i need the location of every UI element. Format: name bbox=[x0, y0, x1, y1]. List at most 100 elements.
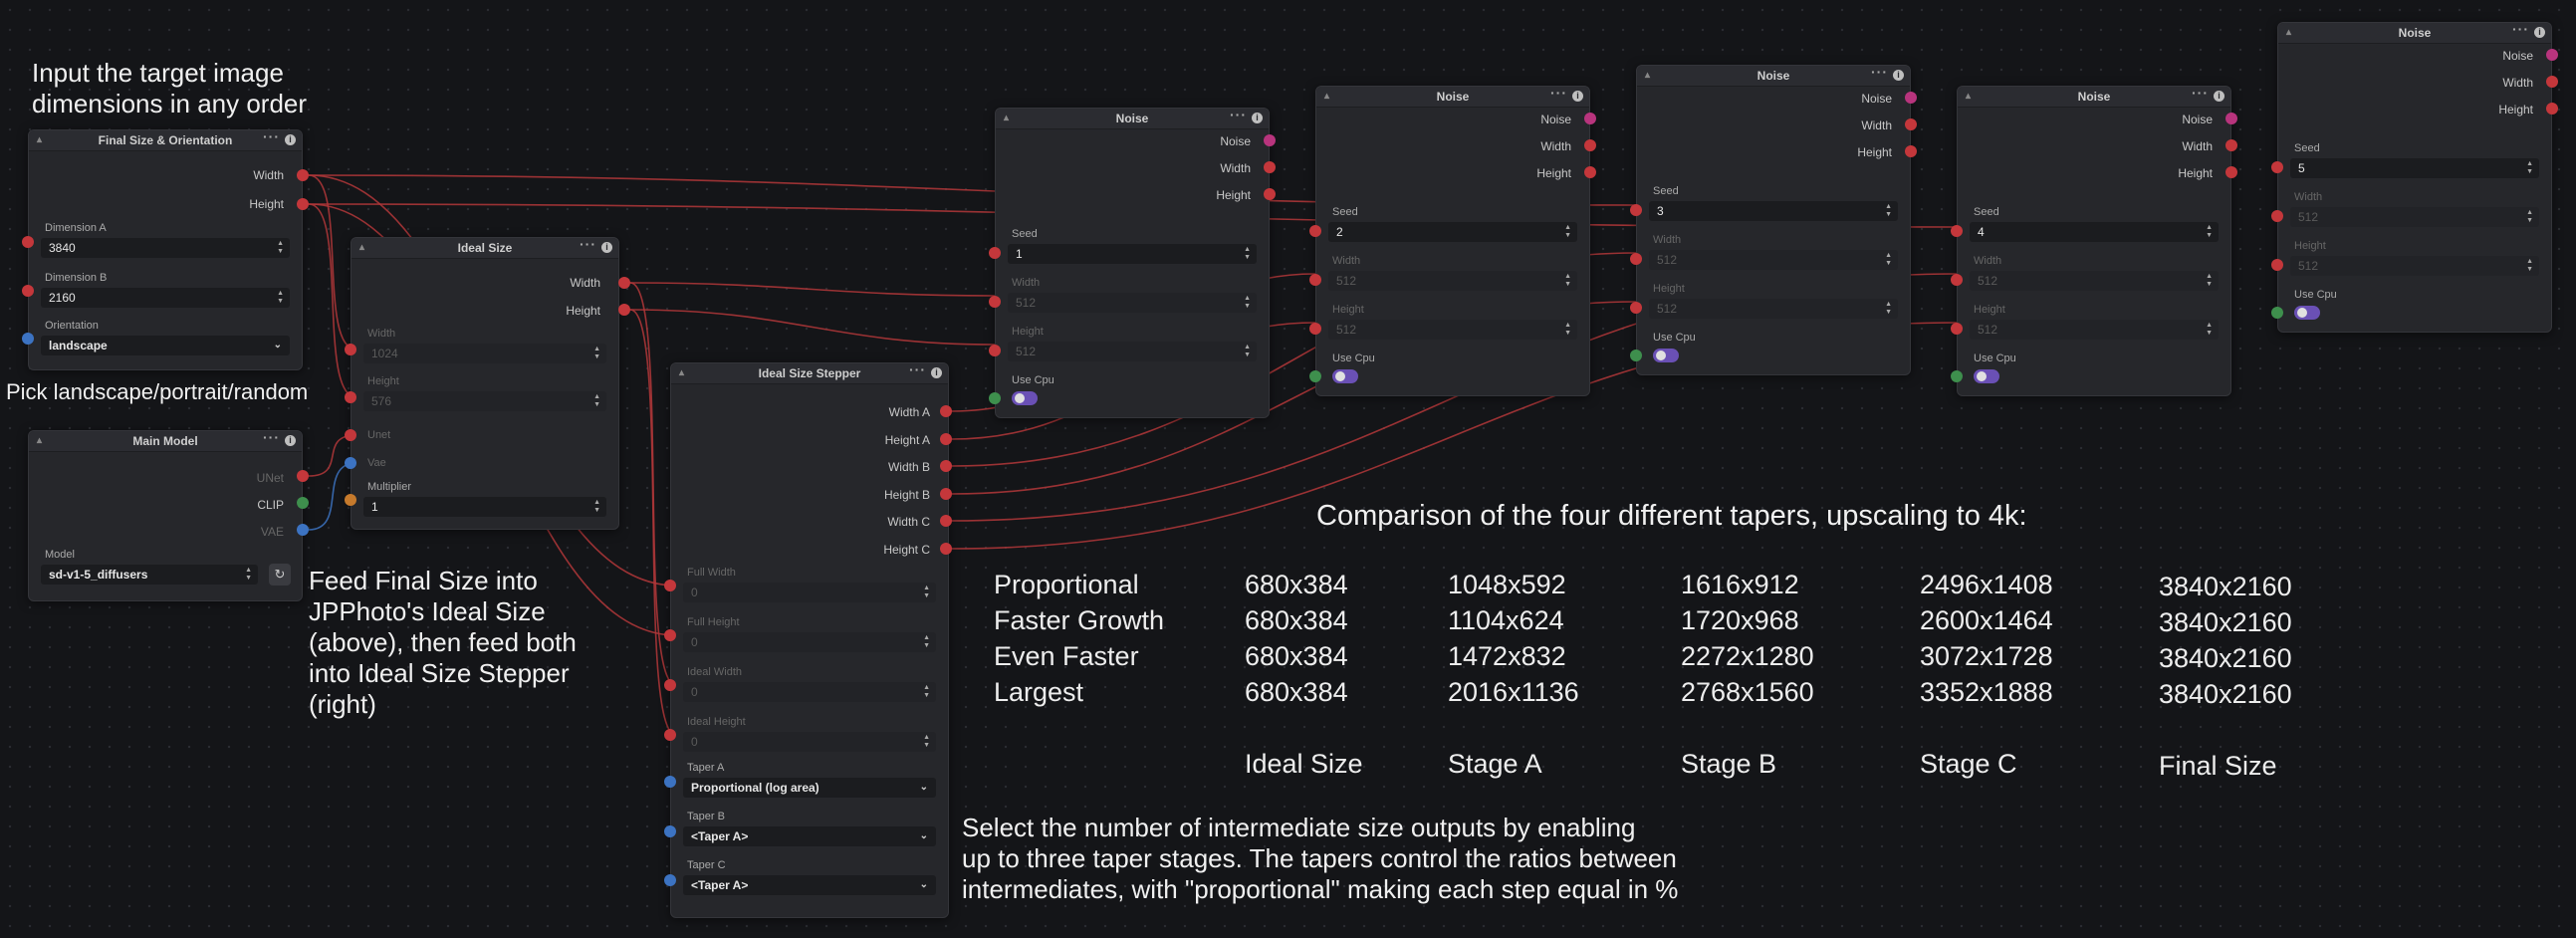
input-seed-socket[interactable] bbox=[1309, 225, 1321, 237]
input-use-cpu-socket[interactable] bbox=[1951, 370, 1963, 382]
output-height-socket[interactable] bbox=[297, 198, 309, 210]
input-width-socket[interactable] bbox=[1951, 274, 1963, 286]
stepper-icon[interactable]: ▲▼ bbox=[923, 684, 930, 699]
noise-node[interactable]: ▴ Noise ··· i Noise Width Height Seed 1▲… bbox=[995, 107, 1270, 418]
info-icon[interactable]: i bbox=[1893, 70, 1904, 81]
output-height-c-socket[interactable] bbox=[940, 543, 952, 555]
final-size-node[interactable]: ▴ Final Size & Orientation ··· i Width H… bbox=[28, 128, 303, 370]
input-orientation-socket[interactable] bbox=[22, 333, 34, 345]
taper-c-select[interactable]: <Taper A>⌄ bbox=[683, 875, 936, 895]
output-noise-socket[interactable] bbox=[1264, 134, 1276, 146]
stepper-icon[interactable]: ▲▼ bbox=[923, 585, 930, 599]
input-width-socket[interactable] bbox=[1630, 253, 1642, 265]
height-field[interactable]: 512▲▼ bbox=[2290, 256, 2539, 276]
use-cpu-toggle[interactable] bbox=[2294, 306, 2320, 320]
noise-node[interactable]: ▴ Noise ··· i Noise Width Height Seed 5▲… bbox=[2277, 21, 2552, 333]
stepper-icon[interactable]: ▲▼ bbox=[2206, 273, 2213, 288]
more-icon[interactable]: ··· bbox=[263, 429, 280, 445]
node-header[interactable]: ▴ Noise ··· i bbox=[996, 107, 1269, 129]
info-icon[interactable]: i bbox=[601, 242, 612, 253]
stepper-icon[interactable]: ▲▼ bbox=[2206, 322, 2213, 337]
input-seed-socket[interactable] bbox=[1951, 225, 1963, 237]
use-cpu-toggle[interactable] bbox=[1332, 369, 1358, 383]
input-height-socket[interactable] bbox=[1630, 302, 1642, 314]
input-taper-a-socket[interactable] bbox=[664, 776, 676, 788]
use-cpu-toggle[interactable] bbox=[1653, 349, 1679, 362]
noise-node[interactable]: ▴ Noise ··· i Noise Width Height Seed 2▲… bbox=[1315, 85, 1590, 396]
input-taper-c-socket[interactable] bbox=[664, 874, 676, 886]
collapse-icon[interactable]: ▴ bbox=[1645, 70, 1651, 81]
input-width-socket[interactable] bbox=[2271, 210, 2283, 222]
input-use-cpu-socket[interactable] bbox=[1630, 350, 1642, 361]
info-icon[interactable]: i bbox=[931, 367, 942, 378]
seed-field[interactable]: 3▲▼ bbox=[1649, 201, 1898, 221]
node-header[interactable]: ▴ Noise ··· i bbox=[2278, 21, 2551, 44]
output-height-b-socket[interactable] bbox=[940, 488, 952, 500]
more-icon[interactable]: ··· bbox=[1550, 85, 1567, 101]
noise-node[interactable]: ▴ Noise ··· i Noise Width Height Seed 4▲… bbox=[1957, 85, 2231, 396]
taper-a-select[interactable]: Proportional (log area)⌄ bbox=[683, 778, 936, 798]
use-cpu-toggle[interactable] bbox=[1012, 391, 1038, 405]
output-clip-socket[interactable] bbox=[297, 497, 309, 509]
input-full-height-socket[interactable] bbox=[664, 629, 676, 641]
height-field[interactable]: 512▲▼ bbox=[1328, 320, 1577, 340]
input-unet-socket[interactable] bbox=[345, 429, 356, 441]
input-seed-socket[interactable] bbox=[989, 247, 1001, 259]
output-height-socket[interactable] bbox=[2546, 103, 2558, 115]
refresh-models-button[interactable]: ↻ bbox=[269, 564, 291, 586]
main-model-node[interactable]: ▴ Main Model ··· i UNet CLIP VAE Model s… bbox=[28, 429, 303, 601]
more-icon[interactable]: ··· bbox=[2512, 21, 2529, 37]
output-width-a-socket[interactable] bbox=[940, 405, 952, 417]
stepper-icon[interactable]: ▲▼ bbox=[923, 634, 930, 649]
noise-node[interactable]: ▴ Noise ··· i Noise Width Height Seed 3▲… bbox=[1636, 64, 1911, 375]
input-use-cpu-socket[interactable] bbox=[1309, 370, 1321, 382]
output-noise-socket[interactable] bbox=[2546, 49, 2558, 61]
width-field[interactable]: 512▲▼ bbox=[1970, 271, 2219, 291]
input-use-cpu-socket[interactable] bbox=[989, 392, 1001, 404]
output-vae-socket[interactable] bbox=[297, 524, 309, 536]
stepper-icon[interactable]: ▲▼ bbox=[593, 346, 600, 360]
stepper-icon[interactable]: ▲▼ bbox=[2526, 160, 2533, 175]
output-width-socket[interactable] bbox=[2225, 139, 2237, 151]
height-field[interactable]: 512▲▼ bbox=[1008, 342, 1257, 361]
collapse-icon[interactable]: ▴ bbox=[679, 367, 685, 378]
more-icon[interactable]: ··· bbox=[263, 128, 280, 144]
node-header[interactable]: ▴ Noise ··· i bbox=[1958, 85, 2230, 108]
stepper-icon[interactable]: ▲▼ bbox=[1885, 252, 1892, 267]
output-height-socket[interactable] bbox=[618, 304, 630, 316]
node-header[interactable]: ▴ Ideal Size ··· i bbox=[351, 236, 618, 259]
info-icon[interactable]: i bbox=[2214, 91, 2225, 102]
stepper-icon[interactable]: ▲▼ bbox=[1885, 203, 1892, 218]
node-header[interactable]: ▴ Noise ··· i bbox=[1637, 64, 1910, 87]
input-height-socket[interactable] bbox=[989, 345, 1001, 356]
info-icon[interactable]: i bbox=[285, 435, 296, 446]
width-field[interactable]: 512▲▼ bbox=[2290, 207, 2539, 227]
output-width-socket[interactable] bbox=[1905, 118, 1917, 130]
width-field[interactable]: 512▲▼ bbox=[1008, 293, 1257, 313]
input-width-socket[interactable] bbox=[989, 296, 1001, 308]
input-vae-socket[interactable] bbox=[345, 457, 356, 469]
stepper-icon[interactable]: ▲▼ bbox=[1885, 301, 1892, 316]
output-noise-socket[interactable] bbox=[1905, 92, 1917, 104]
collapse-icon[interactable]: ▴ bbox=[1324, 91, 1330, 102]
output-noise-socket[interactable] bbox=[1584, 113, 1596, 124]
input-use-cpu-socket[interactable] bbox=[2271, 307, 2283, 319]
output-unet-socket[interactable] bbox=[297, 470, 309, 482]
input-seed-socket[interactable] bbox=[1630, 204, 1642, 216]
stepper-icon[interactable]: ▲▼ bbox=[277, 290, 284, 305]
stepper-icon[interactable]: ▲▼ bbox=[1244, 344, 1251, 358]
collapse-icon[interactable]: ▴ bbox=[359, 242, 365, 253]
taper-b-select[interactable]: <Taper A>⌄ bbox=[683, 826, 936, 846]
info-icon[interactable]: i bbox=[2534, 27, 2545, 38]
node-header[interactable]: ▴ Ideal Size Stepper ··· i bbox=[671, 361, 948, 384]
dimension-a-field[interactable]: 3840▲▼ bbox=[41, 238, 290, 258]
input-full-width-socket[interactable] bbox=[664, 580, 676, 591]
collapse-icon[interactable]: ▴ bbox=[37, 435, 43, 446]
width-field[interactable]: 1024▲▼ bbox=[363, 344, 606, 363]
more-icon[interactable]: ··· bbox=[2192, 85, 2209, 101]
height-field[interactable]: 512▲▼ bbox=[1970, 320, 2219, 340]
height-field[interactable]: 576▲▼ bbox=[363, 391, 606, 411]
output-width-socket[interactable] bbox=[1264, 161, 1276, 173]
node-header[interactable]: ▴ Noise ··· i bbox=[1316, 85, 1589, 108]
ideal-width-field[interactable]: 0▲▼ bbox=[683, 682, 936, 702]
